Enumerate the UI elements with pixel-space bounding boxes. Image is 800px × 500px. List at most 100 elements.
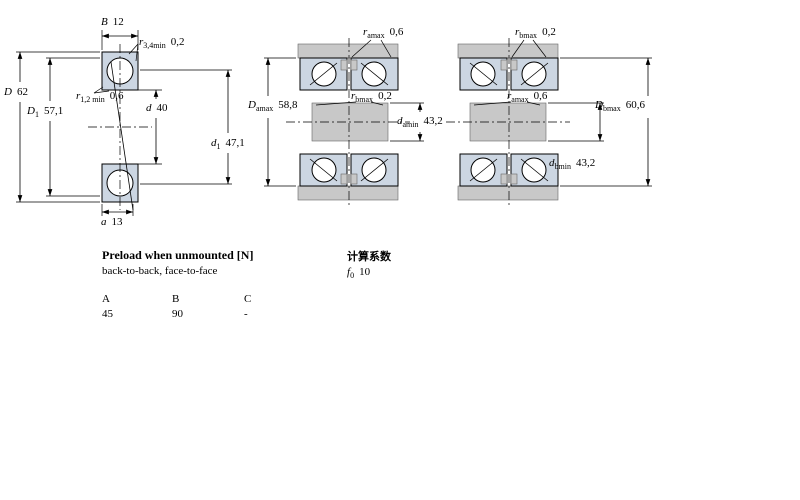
dim-D-lines (16, 51, 100, 203)
dim-label-B: B 12 (101, 16, 124, 30)
dim-symbol: r (76, 90, 81, 102)
dim-symbol: r (363, 26, 368, 38)
contact-line (309, 158, 338, 182)
dim-value: 57,1 (43, 105, 64, 117)
preload-heading: Preload when unmounted [N] (102, 248, 254, 262)
dim-Damax-lines (264, 57, 296, 187)
dim-symbol: D (27, 105, 35, 117)
dim-symbol: d (549, 157, 555, 169)
contact-line (520, 158, 549, 182)
dim-value: 62 (16, 86, 28, 98)
calc-factors-heading: 计算系数 (347, 250, 391, 263)
preload-col-C: C (244, 293, 252, 305)
housing-top (457, 43, 559, 59)
contact-line (309, 62, 338, 86)
dim-r12-leaders (93, 86, 110, 94)
spacer (510, 173, 518, 185)
dim-rbmax-leaders (315, 101, 384, 106)
spacer (350, 173, 358, 185)
contact-line (360, 62, 389, 86)
dim-Dbmax-lines (560, 57, 652, 187)
dim-value: 60,6 (625, 99, 645, 111)
dim-value: 0,2 (170, 36, 185, 48)
dim-symbol: r (515, 26, 520, 38)
dim-value: 12 (112, 16, 124, 28)
contact-line (360, 158, 389, 182)
dim-damin-lines (390, 102, 424, 142)
dim-value: 43,2 (423, 115, 443, 127)
dim-value: 58,8 (278, 99, 298, 111)
dim-symbol: d (211, 137, 217, 149)
contact-angle-line (110, 61, 134, 211)
preload-value-B: 90 (172, 308, 183, 320)
dim-symbol: D (595, 99, 603, 111)
dim-dbmin-lines (548, 102, 604, 142)
dim-value: 43,2 (575, 157, 596, 169)
preload-value-C: - (244, 308, 248, 320)
spacer (340, 173, 348, 185)
dim-value: 0,6 (389, 26, 404, 38)
dim-symbol: r (139, 36, 144, 48)
dim-value: 0,2 (378, 90, 392, 102)
dim-symbol: r (507, 90, 512, 102)
preload-col-B: B (172, 293, 180, 305)
dim-value: 40 (156, 102, 168, 114)
factor-symbol: f (347, 266, 351, 278)
spacer (340, 59, 348, 71)
preload-subheading: back-to-back, face-to-face (102, 265, 218, 277)
dim-value: 0,6 (533, 90, 548, 102)
contact-line (469, 158, 498, 182)
dim-symbol: r (351, 90, 356, 102)
spacer (500, 59, 508, 71)
dim-d-lines (138, 89, 162, 165)
contact-line (469, 62, 498, 86)
dim-value: 0,6 (109, 90, 124, 102)
dim-label-D: D 62 (4, 86, 28, 100)
dim-symbol: D (248, 99, 256, 111)
pair-arrangement-right-figure (446, 38, 652, 206)
dim-value: 13 (111, 216, 123, 228)
dim-value: 47,1 (225, 137, 245, 149)
pair-arrangement-left-figure (264, 38, 424, 206)
dim-a-lines (101, 204, 134, 216)
spacer (500, 173, 508, 185)
spacer (510, 59, 518, 71)
dim-D1-lines (46, 57, 100, 197)
housing-bottom (297, 185, 399, 201)
dim-label-a: a 13 (101, 216, 123, 230)
dim-ramax-leaders (473, 101, 541, 106)
dim-d1-lines (140, 69, 232, 185)
housing-bottom (457, 185, 559, 201)
preload-value-A: 45 (102, 308, 113, 320)
dim-symbol: D (4, 86, 12, 98)
dim-value: 0,2 (542, 26, 556, 38)
dim-r34-leaders (128, 43, 139, 62)
preload-col-A: A (102, 293, 110, 305)
factor-value: 10 (359, 266, 371, 278)
dim-rbmax-leaders (511, 39, 547, 58)
dim-ramax-leaders (351, 39, 392, 58)
housing-top (297, 43, 399, 59)
dim-symbol: a (101, 216, 107, 228)
contact-line (520, 62, 549, 86)
dim-label-d: d 40 (146, 102, 168, 116)
spacer (350, 59, 358, 71)
dim-symbol: B (101, 16, 108, 28)
single-bearing-figure (16, 30, 232, 216)
dim-symbol: d (146, 102, 152, 114)
